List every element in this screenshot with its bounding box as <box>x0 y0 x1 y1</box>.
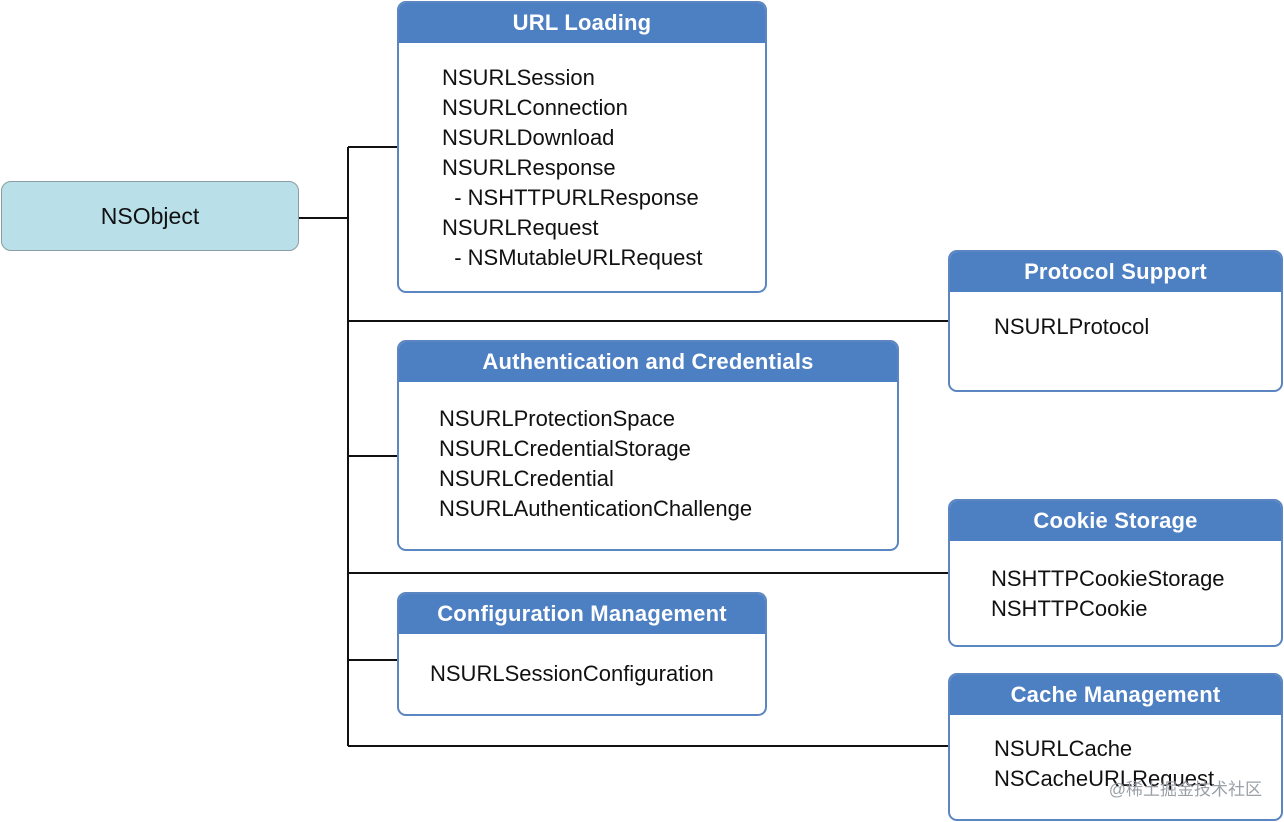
item: NSURLProtectionSpace <box>439 406 676 431</box>
item: NSURLCredentialStorage <box>439 436 691 461</box>
item: NSURLRequest <box>442 215 599 240</box>
item-list: NSURLSessionConfiguration <box>430 659 714 689</box>
item: NSURLResponse <box>442 155 616 180</box>
group-title: Protocol Support <box>950 252 1281 292</box>
group-cookie-storage: Cookie Storage NSHTTPCookieStorage NSHTT… <box>948 499 1283 647</box>
item-list: NSURLSession NSURLConnection NSURLDownlo… <box>442 63 702 273</box>
item: NSHTTPCookie <box>991 596 1148 621</box>
item: NSURLProtocol <box>994 314 1150 339</box>
item: NSURLAuthenticationChallenge <box>439 496 753 521</box>
group-authentication: Authentication and Credentials NSURLProt… <box>397 340 899 551</box>
group-configuration: Configuration Management NSURLSessionCon… <box>397 592 767 716</box>
item: - NSMutableURLRequest <box>442 245 703 270</box>
group-title: Cookie Storage <box>950 501 1281 541</box>
item: NSURLSessionConfiguration <box>430 661 714 686</box>
root-label: NSObject <box>100 202 200 229</box>
watermark: @稀土掘金技术社区 <box>1108 780 1262 799</box>
group-protocol-support: Protocol Support NSURLProtocol <box>948 250 1283 392</box>
group-url-loading: URL Loading NSURLSession NSURLConnection… <box>397 1 767 293</box>
group-title: Configuration Management <box>399 594 765 634</box>
item: NSURLDownload <box>442 125 615 150</box>
group-title: Authentication and Credentials <box>399 342 897 382</box>
item: NSCacheURLRequest <box>994 766 1215 791</box>
group-title: Cache Management <box>950 675 1281 715</box>
item: NSHTTPCookieStorage <box>991 566 1225 591</box>
item: NSURLSession <box>442 65 595 90</box>
group-cache-management: Cache Management NSURLCache NSCacheURLRe… <box>948 673 1283 821</box>
item-list: NSURLCache NSCacheURLRequest <box>994 734 1214 794</box>
item-list: NSURLProtectionSpace NSURLCredentialStor… <box>439 404 752 524</box>
root-node-nsobject: NSObject <box>1 181 299 251</box>
item: NSURLCredential <box>439 466 614 491</box>
item: NSURLConnection <box>442 95 628 120</box>
group-title: URL Loading <box>399 3 765 43</box>
item-list: NSURLProtocol <box>994 312 1149 342</box>
item-list: NSHTTPCookieStorage NSHTTPCookie <box>991 564 1225 624</box>
item: NSURLCache <box>994 736 1133 761</box>
item: - NSHTTPURLResponse <box>442 185 699 210</box>
